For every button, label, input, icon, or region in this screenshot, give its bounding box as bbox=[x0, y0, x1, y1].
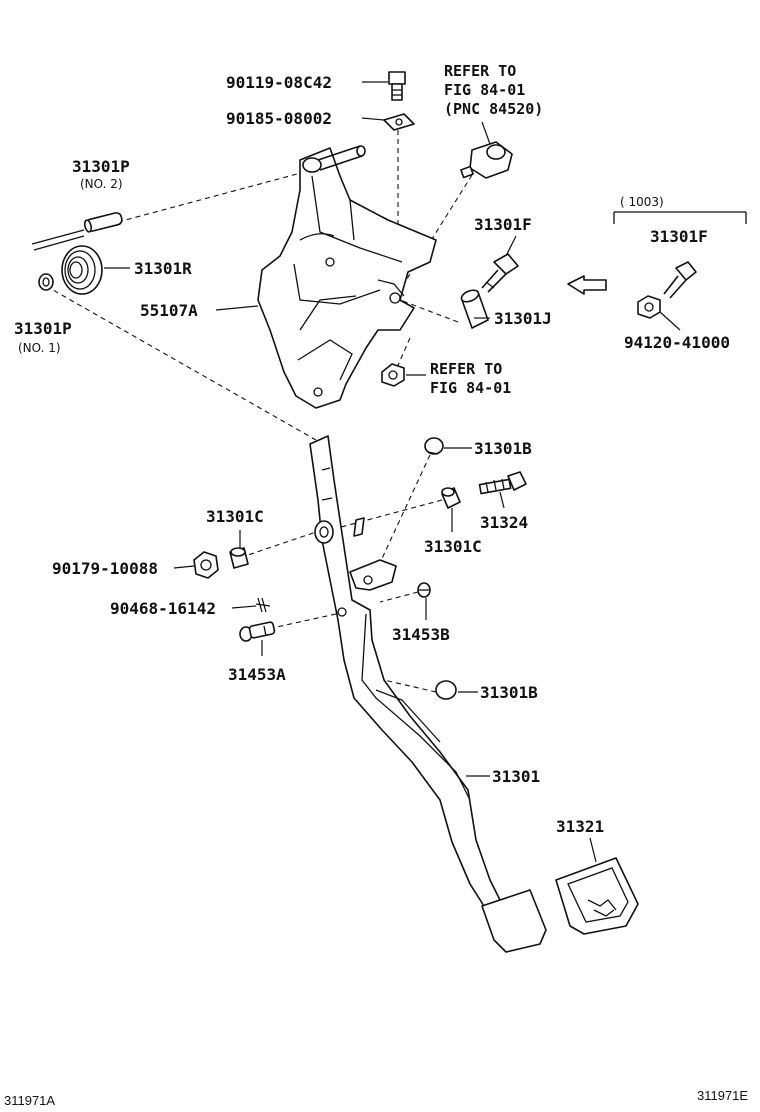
spring-31301R bbox=[31, 229, 103, 295]
pedal-arm-31301 bbox=[309, 435, 501, 907]
label-31301: 31301 bbox=[492, 767, 540, 786]
pedal-pad bbox=[481, 889, 547, 953]
label-31301F: 31301F bbox=[474, 215, 532, 234]
variant-bracket bbox=[613, 211, 747, 224]
label-31301P-top-sub: (NO. 2) bbox=[80, 177, 123, 191]
nut-90179 bbox=[193, 551, 219, 579]
label-refer1-line3: (PNC 84520) bbox=[444, 100, 543, 118]
stopper-31301B-bottom bbox=[435, 680, 457, 700]
label-31321: 31321 bbox=[556, 817, 604, 836]
bushing-31301C-left bbox=[229, 547, 249, 569]
label-31301B-bottom: 31301B bbox=[480, 683, 538, 702]
bolt-31301F-alt bbox=[663, 261, 697, 299]
label-90119: 90119-08C42 bbox=[226, 73, 332, 92]
label-31301F-alt: 31301F bbox=[650, 227, 708, 246]
label-90468: 90468-16142 bbox=[110, 599, 216, 618]
label-31301P-bottom: 31301P bbox=[14, 319, 72, 338]
label-55107A: 55107A bbox=[140, 301, 198, 320]
collar-31301J bbox=[460, 289, 489, 329]
left-arrow-icon bbox=[567, 275, 607, 295]
label-bracket-note: ( 1003) bbox=[620, 195, 664, 209]
nut-refer-84-01 bbox=[381, 363, 405, 387]
label-31301P-bottom-sub: (NO. 1) bbox=[18, 341, 61, 355]
label-31324: 31324 bbox=[480, 513, 528, 532]
footer-left-code: 311971A bbox=[4, 1093, 55, 1108]
label-31301B-top: 31301B bbox=[474, 439, 532, 458]
stopper-31453B bbox=[417, 582, 431, 598]
bolt-31324 bbox=[478, 471, 527, 495]
label-31301R: 31301R bbox=[134, 259, 192, 278]
label-31301C-left: 31301C bbox=[206, 507, 264, 526]
label-refer2-line2: FIG 84-01 bbox=[430, 379, 511, 397]
bolt-31301F bbox=[481, 253, 519, 293]
part-labels: 90119-08C42 90185-08002 REFER TO FIG 84-… bbox=[14, 62, 730, 836]
label-31453A: 31453A bbox=[228, 665, 286, 684]
label-90185: 90185-08002 bbox=[226, 109, 332, 128]
nut-plate-90185 bbox=[383, 113, 415, 131]
clip-90468 bbox=[255, 597, 271, 613]
label-refer2-line1: REFER TO bbox=[430, 360, 502, 378]
bushing-31301P-no2 bbox=[83, 212, 123, 233]
pin-31453A bbox=[239, 621, 276, 642]
label-31453B: 31453B bbox=[392, 625, 450, 644]
nut-94120 bbox=[637, 295, 661, 319]
stopper-31301B-top bbox=[424, 437, 444, 455]
label-31301J: 31301J bbox=[494, 309, 552, 328]
bolt-90119 bbox=[388, 71, 406, 101]
bushing-31301P-no1 bbox=[38, 273, 54, 291]
assembly-dashed-lines bbox=[45, 130, 473, 693]
label-31301C-right: 31301C bbox=[424, 537, 482, 556]
switch-84520 bbox=[460, 141, 513, 179]
leader-lines bbox=[104, 81, 681, 863]
bushing-31301C-right bbox=[441, 487, 461, 509]
label-refer1-line1: REFER TO bbox=[444, 62, 516, 80]
footer-right-code: 311971E bbox=[697, 1088, 748, 1103]
label-31301P-top: 31301P bbox=[72, 157, 130, 176]
bracket-55107A bbox=[257, 145, 437, 409]
label-94120: 94120-41000 bbox=[624, 333, 730, 352]
label-refer1-line2: FIG 84-01 bbox=[444, 81, 525, 99]
label-90179: 90179-10088 bbox=[52, 559, 158, 578]
pedal-pad-31321 bbox=[555, 857, 639, 935]
